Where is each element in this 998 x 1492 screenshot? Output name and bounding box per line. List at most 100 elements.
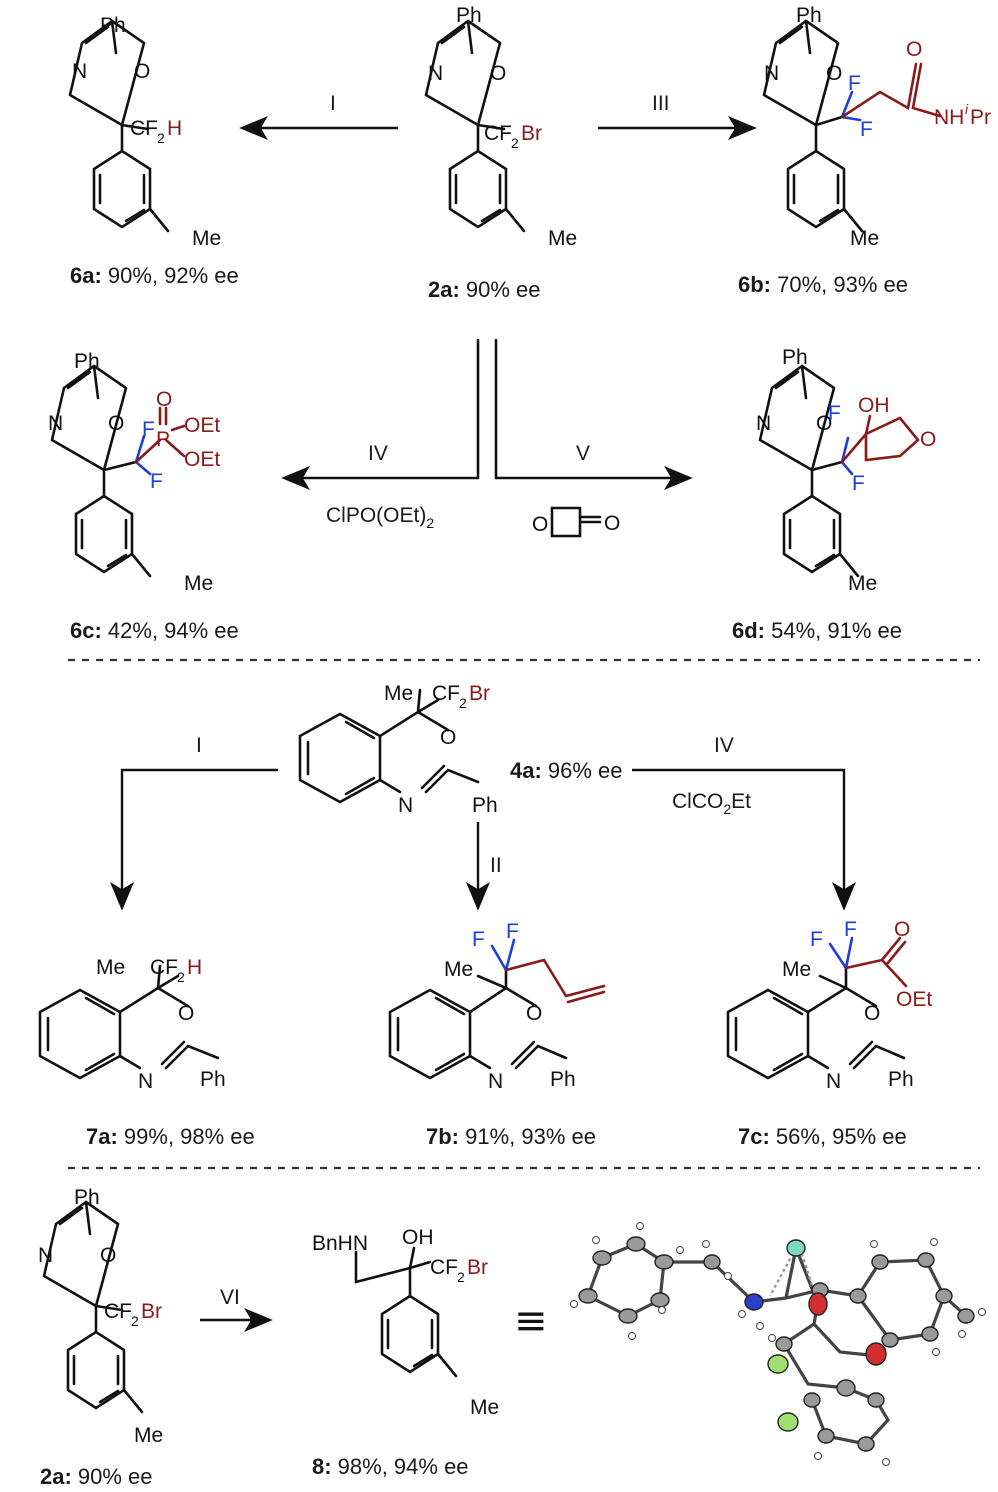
svg-text:2: 2 xyxy=(177,969,185,985)
svg-text:6b: 70%, 93% ee: 6b: 70%, 93% ee xyxy=(738,272,908,297)
svg-text:Ph: Ph xyxy=(550,1068,576,1091)
svg-text:F: F xyxy=(860,118,873,141)
svg-text:Pr: Pr xyxy=(970,106,991,129)
svg-text:2: 2 xyxy=(511,135,519,151)
svg-text:Me: Me xyxy=(444,958,473,981)
svg-text:CF: CF xyxy=(432,682,460,705)
svg-text:Me: Me xyxy=(192,227,221,250)
svg-text:O: O xyxy=(490,62,506,85)
svg-text:Br: Br xyxy=(521,122,542,145)
svg-text:N: N xyxy=(38,1244,53,1267)
svg-text:Ph: Ph xyxy=(796,4,822,27)
svg-text:F: F xyxy=(506,920,519,943)
svg-text:P: P xyxy=(156,428,170,451)
compound-7a xyxy=(38,964,220,1080)
svg-text:Br: Br xyxy=(141,1300,162,1323)
svg-text:Me: Me xyxy=(782,958,811,981)
svg-text:O: O xyxy=(604,512,620,535)
svg-text:Ph: Ph xyxy=(472,794,498,817)
svg-text:Ph: Ph xyxy=(74,350,100,373)
reagent-I: I xyxy=(330,92,336,115)
svg-text:H: H xyxy=(167,117,182,140)
compound-4a xyxy=(298,688,480,804)
svg-text:7a: 99%, 98% ee: 7a: 99%, 98% ee xyxy=(86,1124,255,1149)
svg-text:O: O xyxy=(156,388,172,411)
svg-text:6a: 90%, 92% ee: 6a: 90%, 92% ee xyxy=(70,263,239,288)
svg-text:F: F xyxy=(828,402,841,425)
reagent-V: V xyxy=(576,442,590,465)
svg-text:O: O xyxy=(526,1002,542,1025)
svg-text:N: N xyxy=(756,412,771,435)
compound-6d xyxy=(758,364,860,578)
svg-text:ClPO(OEt)2: ClPO(OEt)2 xyxy=(326,504,434,531)
svg-text:CF: CF xyxy=(484,122,512,145)
svg-text:O: O xyxy=(920,428,936,451)
svg-text:O: O xyxy=(894,918,910,941)
svg-text:Me: Me xyxy=(850,227,879,250)
svg-text:F: F xyxy=(150,470,163,493)
svg-text:OEt: OEt xyxy=(184,448,220,471)
reagent-IV: IV xyxy=(368,442,388,465)
crystal-structure xyxy=(570,1222,986,1466)
compound-2a xyxy=(424,19,526,233)
svg-text:H: H xyxy=(187,956,202,979)
compound-8 xyxy=(354,1246,458,1378)
svg-text:2: 2 xyxy=(459,695,467,711)
compound-2a-bottom xyxy=(42,1200,144,1414)
svg-text:N: N xyxy=(826,1070,841,1093)
compound-7c xyxy=(726,974,906,1080)
svg-text:Ph: Ph xyxy=(74,1186,100,1209)
svg-text:O: O xyxy=(826,62,842,85)
svg-text:F: F xyxy=(844,918,857,941)
svg-text:Br: Br xyxy=(467,1256,488,1279)
compound-6a xyxy=(68,19,170,233)
svg-text:N: N xyxy=(764,62,779,85)
svg-text:O: O xyxy=(532,513,548,536)
oxetan-3-one xyxy=(550,506,602,538)
svg-text:Me: Me xyxy=(470,1396,499,1419)
arrow-IV-b xyxy=(632,768,856,911)
svg-text:OH: OH xyxy=(858,394,890,417)
svg-text:Ph: Ph xyxy=(782,346,808,369)
svg-text:Me: Me xyxy=(96,956,125,979)
svg-text:8: 98%, 94% ee: 8: 98%, 94% ee xyxy=(312,1454,469,1479)
svg-text:F: F xyxy=(852,472,865,495)
svg-text:OEt: OEt xyxy=(184,414,220,437)
svg-text:N: N xyxy=(488,1070,503,1093)
svg-text:CF: CF xyxy=(130,117,158,140)
svg-text:Ph: Ph xyxy=(456,4,482,27)
svg-text:Ph: Ph xyxy=(100,14,126,37)
reagent-IV-b: IV xyxy=(714,734,734,757)
svg-text:2: 2 xyxy=(157,130,165,146)
svg-text:N: N xyxy=(428,62,443,85)
svg-text:Br: Br xyxy=(469,682,490,705)
svg-text:Me: Me xyxy=(184,572,213,595)
svg-text:N: N xyxy=(72,60,87,83)
arrow-I-b xyxy=(110,768,278,911)
svg-text:7c: 56%, 95% ee: 7c: 56%, 95% ee xyxy=(738,1124,907,1149)
svg-text:7b: 91%, 93% ee: 7b: 91%, 93% ee xyxy=(426,1124,596,1149)
svg-text:6c: 42%, 94% ee: 6c: 42%, 94% ee xyxy=(70,618,239,643)
svg-text:O: O xyxy=(134,60,150,83)
svg-text:F: F xyxy=(810,928,823,951)
svg-text:i: i xyxy=(965,101,969,117)
svg-text:2a: 90% ee: 2a: 90% ee xyxy=(40,1464,153,1489)
reagent-III: III xyxy=(652,92,670,115)
svg-text:CF: CF xyxy=(104,1300,132,1323)
svg-text:BnHN: BnHN xyxy=(312,1232,368,1255)
svg-text:Me: Me xyxy=(548,227,577,250)
compound-6b xyxy=(762,19,864,233)
svg-text:O: O xyxy=(100,1244,116,1267)
svg-text:2a: 90% ee: 2a: 90% ee xyxy=(428,277,541,302)
svg-text:O: O xyxy=(108,412,124,435)
svg-text:6d: 54%, 91% ee: 6d: 54%, 91% ee xyxy=(732,618,902,643)
svg-text:O: O xyxy=(906,38,922,61)
svg-text:N: N xyxy=(48,412,63,435)
reagent-II: II xyxy=(490,854,502,877)
svg-text:O: O xyxy=(440,726,456,749)
svg-text:O: O xyxy=(864,1002,880,1025)
svg-text:CF: CF xyxy=(430,1256,458,1279)
compound-7b xyxy=(388,974,568,1080)
equivalent-sign: ≡ xyxy=(514,1298,548,1344)
svg-text:Me: Me xyxy=(384,682,413,705)
